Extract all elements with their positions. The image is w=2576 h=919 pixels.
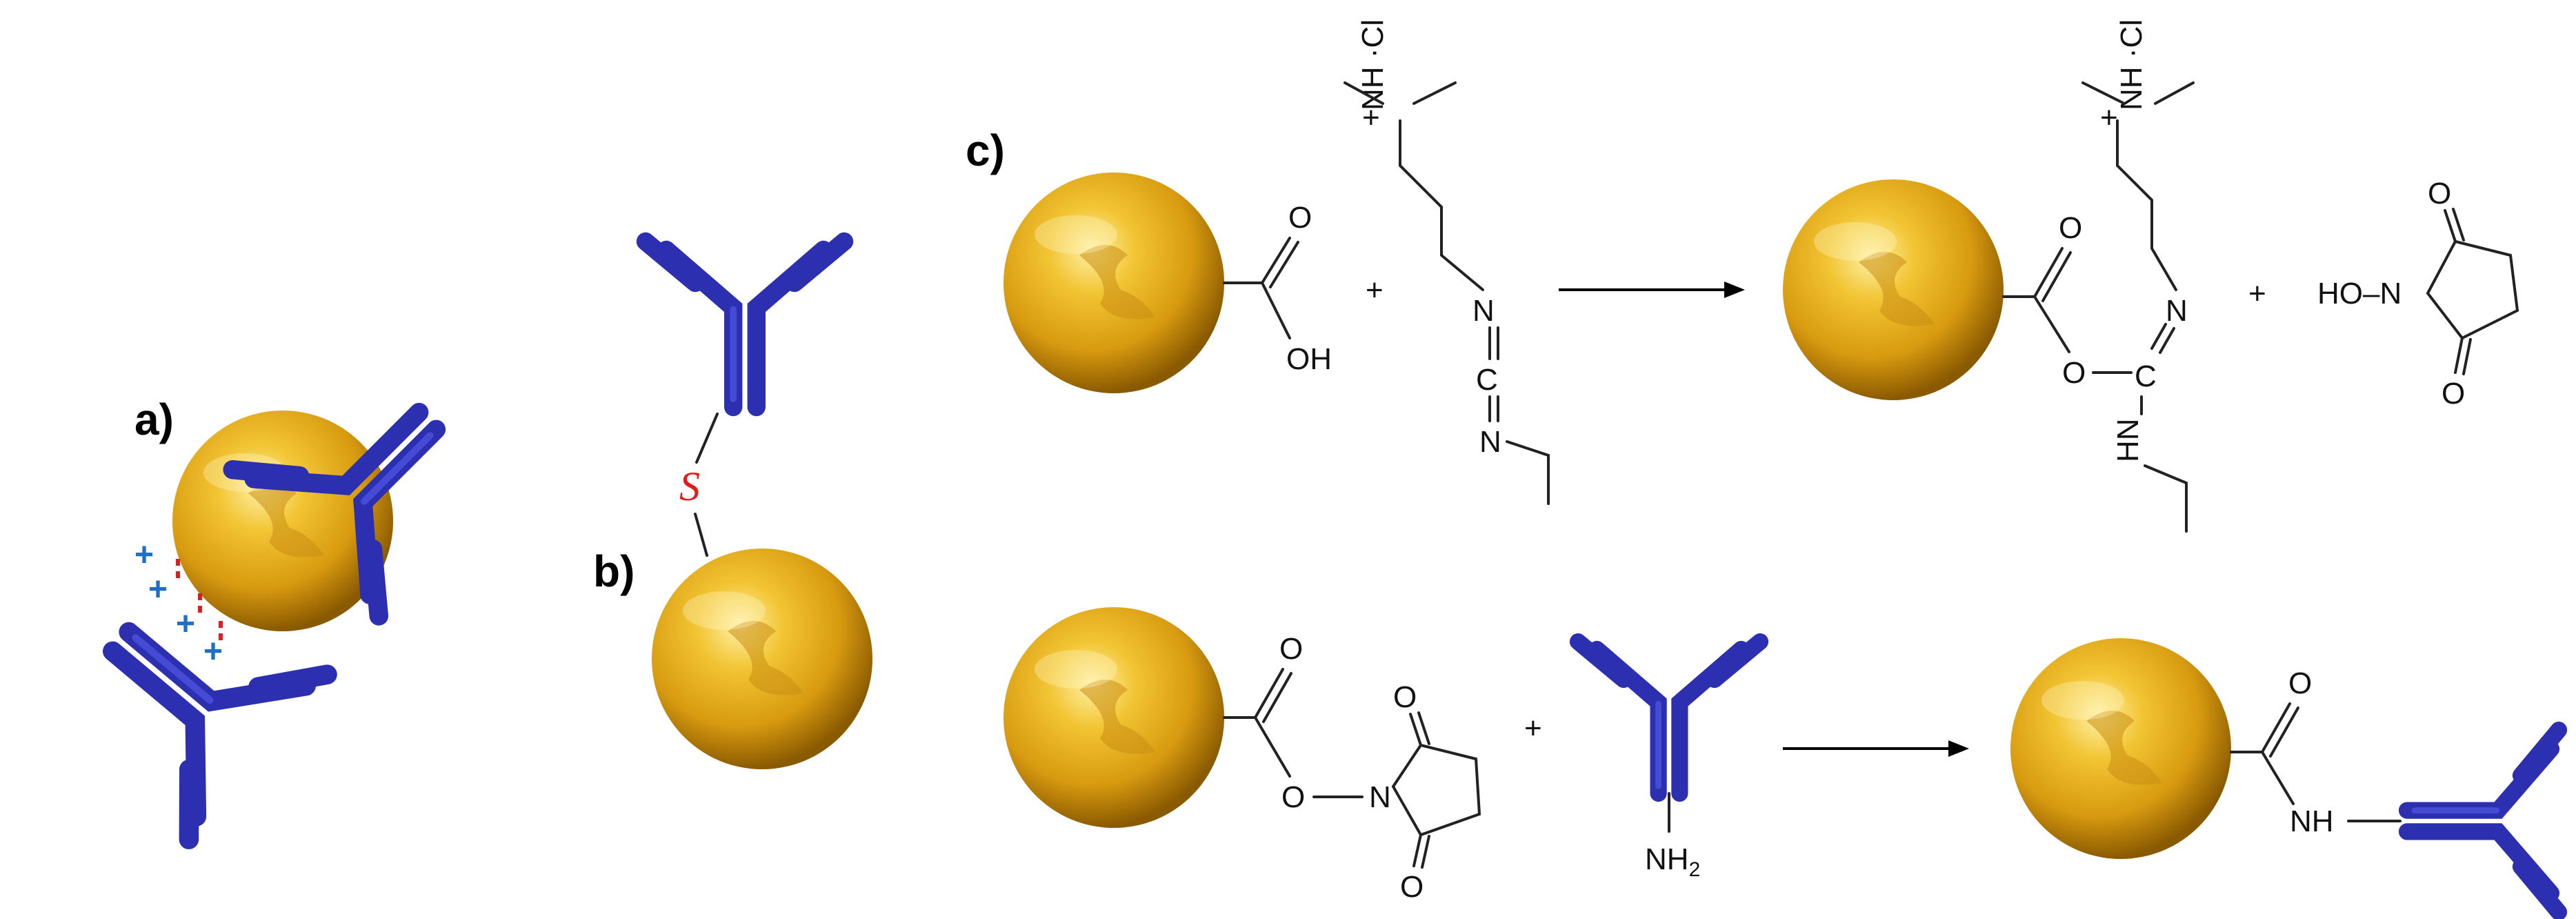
electrostatic-charges: + + + + <box>134 537 223 670</box>
svg-text:+: + <box>2100 101 2118 135</box>
svg-text:O: O <box>1281 780 1305 814</box>
gold-nanoparticle-c4 <box>2010 638 2231 859</box>
svg-text:HO–N: HO–N <box>2317 277 2402 310</box>
svg-text:O: O <box>2428 177 2451 210</box>
carboxylic-acid-group: O OH <box>1223 201 1332 376</box>
plus-sign-c1: + <box>1366 273 1384 307</box>
svg-text:C: C <box>2135 359 2157 393</box>
svg-text:OH: OH <box>1286 342 1332 376</box>
panel-b-label: b) <box>593 546 635 596</box>
svg-text:+: + <box>148 571 168 608</box>
svg-text:O: O <box>1400 870 1424 904</box>
edc-reagent: NH ·Cl + N C N <box>1344 19 1550 505</box>
amine-label: NH2 <box>1645 842 1700 881</box>
gold-nanoparticle-b <box>652 549 872 769</box>
svg-text:O: O <box>2059 211 2082 245</box>
svg-text:+: + <box>176 606 195 642</box>
svg-text:N: N <box>1369 780 1391 814</box>
svg-text:O: O <box>1393 680 1417 714</box>
arrowhead-1 <box>1724 281 1745 298</box>
svg-text:O: O <box>1288 201 1312 235</box>
thiol-s-label: S <box>679 464 700 509</box>
svg-text:HN: HN <box>2111 418 2145 462</box>
antibody-amine <box>1578 642 1760 793</box>
gold-nanoparticle-c1 <box>1004 172 1224 393</box>
svg-text:O: O <box>1279 632 1303 666</box>
svg-text:O: O <box>2288 666 2312 700</box>
svg-text:O: O <box>2062 356 2086 390</box>
o-acylisourea-intermediate: O O C N NH ·Cl + HN <box>2002 19 2195 533</box>
svg-text:+: + <box>134 537 154 573</box>
thiol-bond-bottom <box>694 513 708 557</box>
svg-text:N: N <box>2166 294 2188 328</box>
svg-text:N: N <box>1479 425 1501 459</box>
amide-linkage: O NH <box>2230 666 2402 838</box>
svg-text:C: C <box>1476 363 1498 397</box>
svg-text:+: + <box>1362 101 1380 135</box>
svg-text:NH: NH <box>2290 804 2334 838</box>
svg-text:NH ·Cl: NH ·Cl <box>1356 19 1390 110</box>
svg-text:O: O <box>2442 377 2465 411</box>
thiol-bond-top <box>695 413 719 464</box>
arrowhead-2 <box>1948 740 1969 757</box>
plus-sign-c2: + <box>2248 277 2266 310</box>
nhs-ester-group: O O N O O <box>1223 632 1481 904</box>
gold-nanoparticle-c3 <box>1004 607 1224 828</box>
panel-a-label: a) <box>134 395 174 444</box>
svg-text:N: N <box>1472 294 1495 328</box>
antibody-conjugated <box>2407 730 2559 912</box>
nhs-molecule: HO–N O O <box>2317 177 2519 411</box>
gold-nanoparticle-c2 <box>1783 179 2004 400</box>
antibody-b <box>646 241 844 407</box>
svg-text:NH ·Cl: NH ·Cl <box>2115 19 2148 110</box>
panel-c-label: c) <box>966 126 1005 175</box>
plus-sign-c3: + <box>1524 711 1542 745</box>
